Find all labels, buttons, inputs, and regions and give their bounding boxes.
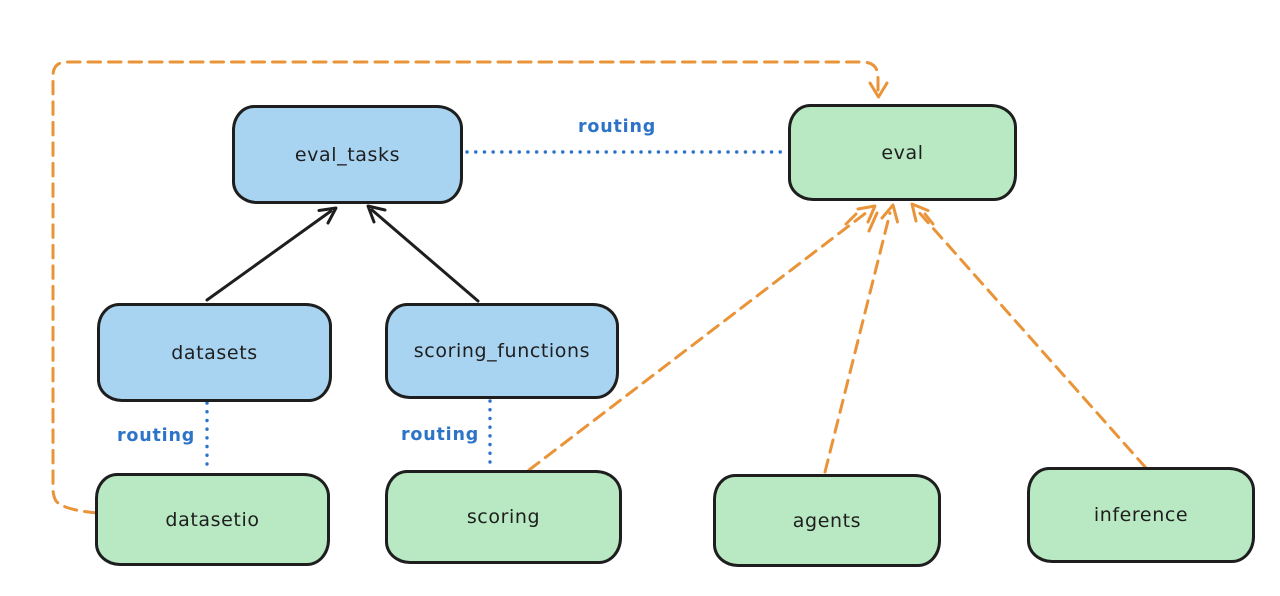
routing-label-datasets-datasetio: routing <box>116 426 196 446</box>
node-scoring-functions: scoring_functions <box>385 303 619 399</box>
node-inference-label: inference <box>1093 504 1189 526</box>
node-eval-label: eval <box>881 141 924 164</box>
node-datasetio-label: datasetio <box>165 508 260 531</box>
edge-inference-to-eval-dashed <box>910 202 1148 470</box>
node-inference: inference <box>1027 467 1255 563</box>
node-agents-label: agents <box>792 509 862 532</box>
node-eval-tasks-label: eval_tasks <box>294 143 401 166</box>
node-datasets-label: datasets <box>171 341 258 364</box>
node-eval: eval <box>788 104 1017 201</box>
routing-label-eval-tasks-eval: routing <box>577 117 657 137</box>
edge-scoring-to-eval-dashed <box>527 204 877 472</box>
node-scoring-label: scoring <box>466 506 541 528</box>
edge-agents-to-eval-dashed <box>823 203 899 474</box>
node-agents: agents <box>713 474 941 567</box>
routing-label-scoring-functions-scoring: routing <box>400 425 480 445</box>
edge-datasets-to-eval-tasks <box>205 206 338 302</box>
node-scoring: scoring <box>385 470 622 564</box>
edge-datasetio-to-eval-dashed <box>51 60 889 515</box>
node-datasetio: datasetio <box>95 473 330 566</box>
edge-scoring-functions-to-eval-tasks <box>366 204 480 303</box>
node-datasets: datasets <box>97 303 332 402</box>
node-scoring-functions-label: scoring_functions <box>413 340 591 362</box>
node-eval-tasks: eval_tasks <box>232 105 463 204</box>
